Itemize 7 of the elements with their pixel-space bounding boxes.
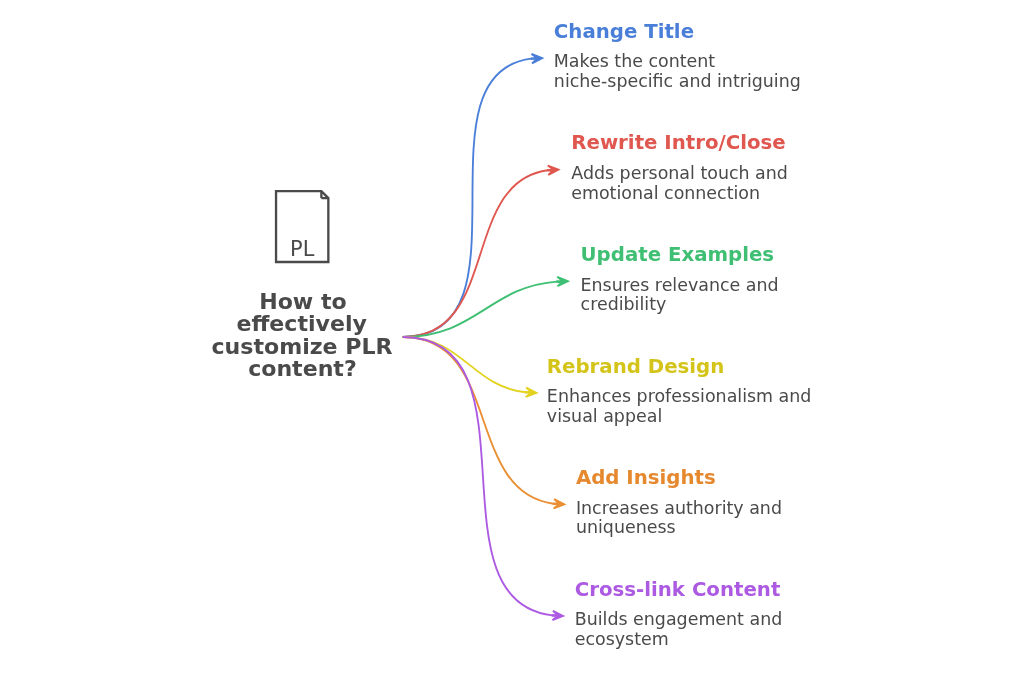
node-text: Rewrite Intro/Close Adds personal touch and emotional connection [571, 131, 788, 203]
node-text: How to effectively customize PLR content? [211, 289, 393, 381]
node-text: Cross-link Content Builds engagement and ecosystem [574, 577, 783, 650]
node-text: Change Title Makes the content niche-specific and intriguing [553, 19, 801, 92]
node-text: Update Examples Ensures relevance and credibility [580, 242, 779, 315]
node-text: Add Insights Increases authority and uniqueness [575, 466, 782, 538]
node-text: Rebrand Design Enhances professionalism and visual appeal [546, 354, 812, 426]
